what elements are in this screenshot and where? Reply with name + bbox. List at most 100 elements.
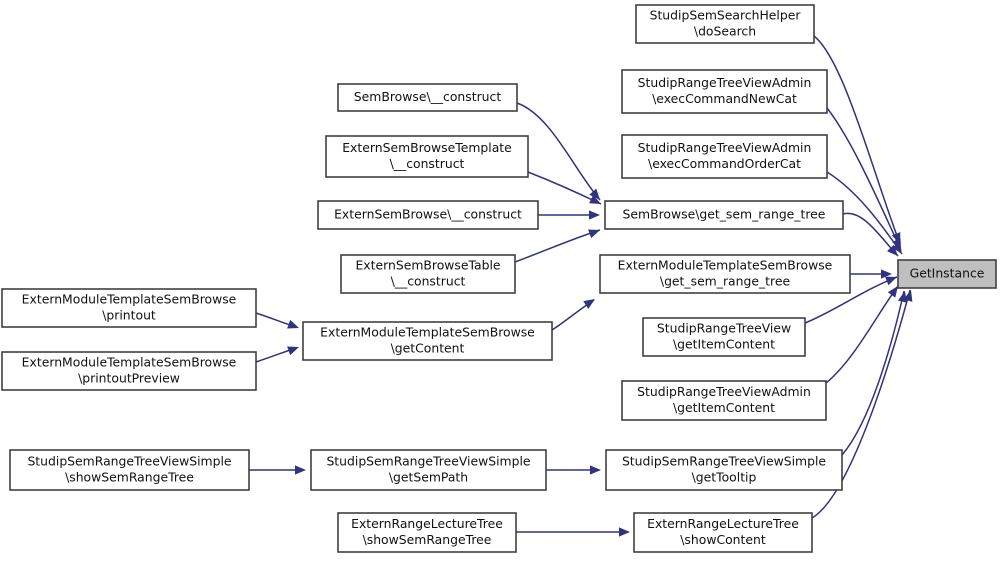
node-box[interactable] — [621, 380, 827, 421]
node-box[interactable] — [302, 321, 553, 361]
graph-node-n5[interactable]: ExternSemBrowse\__construct — [317, 200, 539, 230]
graph-node-n10[interactable]: ExternModuleTemplateSemBrowse\printoutPr… — [1, 351, 257, 391]
arrowhead-icon — [589, 210, 600, 220]
node-box[interactable] — [605, 449, 843, 491]
node-label-line: StudipSemRangeTreeViewSimple — [622, 454, 826, 469]
node-label-line: \get_sem_range_tree — [660, 274, 790, 289]
node-label-line: \printoutPreview — [78, 371, 180, 386]
node-box[interactable] — [633, 512, 813, 553]
edges-layer — [249, 35, 911, 533]
node-box[interactable] — [325, 135, 529, 178]
arrowhead-icon — [892, 242, 902, 254]
node-box[interactable] — [337, 83, 518, 112]
graph-node-n12[interactable]: StudipRangeTreeView\getItemContent — [642, 317, 806, 357]
node-box[interactable] — [621, 134, 828, 179]
node-label-line: \__construct — [390, 156, 465, 171]
arrowhead-icon — [589, 188, 600, 200]
graph-node-n11[interactable]: ExternModuleTemplateSemBrowse\getContent — [302, 321, 553, 361]
node-box[interactable] — [340, 254, 516, 294]
graph-node-n17[interactable]: ExternRangeLectureTree\showSemRangeTree — [337, 512, 517, 553]
node-label-line: \doSearch — [694, 24, 756, 39]
node-label-line: \showContent — [680, 532, 766, 547]
node-label-line: \getContent — [391, 341, 465, 356]
node-label-line: SemBrowse\get_sem_range_tree — [623, 207, 826, 222]
arrowhead-icon — [287, 346, 299, 356]
node-label-line: StudipSemRangeTreeViewSimple — [326, 454, 530, 469]
edge-n12-to-n19 — [804, 276, 898, 324]
node-box[interactable] — [599, 254, 851, 294]
node-box[interactable] — [317, 200, 539, 230]
node-label-line: SemBrowse\__construct — [354, 89, 502, 104]
node-box[interactable] — [621, 69, 828, 114]
graph-node-n16[interactable]: StudipSemRangeTreeViewSimple\getTooltip — [605, 449, 843, 491]
graph-node-n4[interactable]: ExternSemBrowseTemplate\__construct — [325, 135, 529, 178]
node-label-line: StudipRangeTreeViewAdmin — [638, 140, 812, 155]
node-label-line: ExternModuleTemplateSemBrowse — [22, 292, 237, 307]
arrowheads-layer — [287, 188, 913, 537]
graph-node-n7[interactable]: SemBrowse\get_sem_range_tree — [604, 200, 844, 230]
node-label-line: \getItemContent — [673, 337, 775, 352]
node-box[interactable] — [310, 449, 547, 491]
graph-node-n0[interactable]: StudipSemSearchHelper\doSearch — [635, 4, 815, 44]
node-label-line: \showSemRangeTree — [65, 470, 194, 485]
nodes-layer: StudipSemSearchHelper\doSearchStudipRang… — [1, 4, 997, 553]
graph-node-n18[interactable]: ExternRangeLectureTree\showContent — [633, 512, 813, 553]
node-box[interactable] — [1, 351, 257, 391]
edge-n0-to-n19 — [813, 35, 901, 245]
node-label-line: \printout — [102, 308, 156, 323]
node-label-line: ExternSemBrowseTable — [355, 258, 500, 273]
node-label-line: ExternModuleTemplateSemBrowse — [618, 258, 833, 273]
node-label-line: ExternModuleTemplateSemBrowse — [22, 355, 237, 370]
node-label-line: ExternRangeLectureTree — [647, 516, 799, 531]
node-label-line: \__construct — [391, 274, 466, 289]
graph-node-n15[interactable]: StudipSemRangeTreeViewSimple\getSemPath — [310, 449, 547, 491]
arrowhead-icon — [887, 244, 898, 256]
graph-node-n9[interactable]: ExternModuleTemplateSemBrowse\printout — [1, 288, 257, 328]
node-label-line: StudipRangeTreeViewAdmin — [638, 75, 812, 90]
edge-n6-to-n7 — [514, 229, 601, 263]
node-label-line: ExternSemBrowseTemplate — [342, 140, 512, 155]
node-label-line: \getItemContent — [673, 400, 775, 415]
node-box[interactable] — [337, 512, 517, 553]
node-label-line: GetInstance — [910, 266, 985, 281]
graph-node-n6[interactable]: ExternSemBrowseTable\__construct — [340, 254, 516, 294]
arrowhead-icon — [887, 286, 898, 298]
graph-node-n19[interactable]: GetInstance — [897, 259, 997, 289]
node-box[interactable] — [1, 288, 257, 328]
node-label-line: \execCommandOrderCat — [648, 156, 801, 171]
edge-n1-to-n19 — [826, 107, 902, 251]
node-label-line: \showSemRangeTree — [363, 532, 492, 547]
node-label-line: \getTooltip — [692, 470, 757, 485]
arrowhead-icon — [295, 465, 306, 475]
graph-node-n13[interactable]: StudipRangeTreeViewAdmin\getItemContent — [621, 380, 827, 421]
graph-node-n14[interactable]: StudipSemRangeTreeViewSimple\showSemRang… — [9, 449, 250, 491]
node-label-line: ExternSemBrowse\__construct — [334, 207, 522, 222]
graph-node-n1[interactable]: StudipRangeTreeViewAdmin\execCommandNewC… — [621, 69, 828, 114]
arrowhead-icon — [885, 276, 897, 286]
node-box[interactable] — [897, 259, 997, 289]
node-label-line: StudipSemRangeTreeViewSimple — [27, 454, 231, 469]
node-label-line: \getSemPath — [389, 470, 468, 485]
arrowhead-icon — [583, 299, 595, 309]
arrowhead-icon — [590, 465, 601, 475]
node-box[interactable] — [604, 200, 844, 230]
arrowhead-icon — [903, 290, 913, 302]
node-label-line: ExternRangeLectureTree — [351, 516, 503, 531]
node-label-line: \execCommandNewCat — [652, 91, 797, 106]
node-box[interactable] — [9, 449, 250, 491]
arrowhead-icon — [897, 291, 907, 303]
edge-n3-to-n7 — [516, 102, 601, 201]
node-box[interactable] — [635, 4, 815, 44]
arrowhead-icon — [881, 269, 892, 279]
graph-node-n2[interactable]: StudipRangeTreeViewAdmin\execCommandOrde… — [621, 134, 828, 179]
node-label-line: ExternModuleTemplateSemBrowse — [320, 325, 535, 340]
node-label-line: StudipSemSearchHelper — [650, 8, 802, 23]
graph-node-n3[interactable]: SemBrowse\__construct — [337, 83, 518, 112]
arrowhead-icon — [287, 319, 299, 329]
node-box[interactable] — [642, 317, 806, 357]
arrowhead-icon — [588, 229, 600, 239]
graph-node-n8[interactable]: ExternModuleTemplateSemBrowse\get_sem_ra… — [599, 254, 851, 294]
edge-n16-to-n19 — [841, 290, 905, 456]
